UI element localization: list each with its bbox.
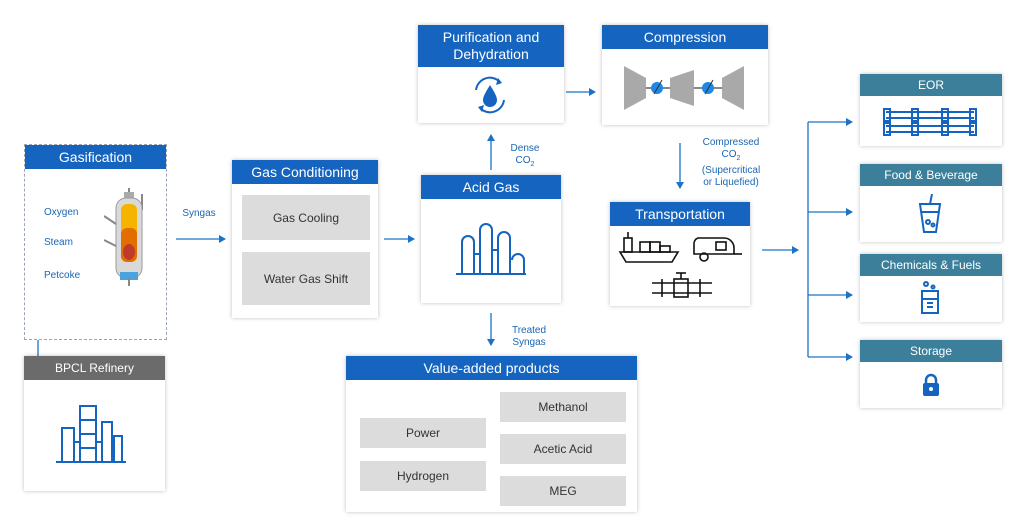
dense-co2-label: Dense CO2 [505,143,545,171]
compressed-label: Compressed [702,137,760,148]
syngas-label: Syngas [182,208,216,219]
pipeline-icon [652,272,712,298]
gas-cooling-box: Gas Cooling [242,195,370,240]
gasification-title: Gasification [25,145,166,169]
treated-label: Treated [511,325,547,336]
water-gas-shift-box: Water Gas Shift [242,252,370,305]
gas-conditioning-card: Gas Conditioning Gas Cooling Water Gas S… [232,160,378,318]
compression-title: Compression [602,25,768,49]
food-beverage-title: Food & Beverage [860,164,1002,186]
tanker-trailer-icon [693,237,742,262]
liquefied-label: or Liquefied) [703,177,759,188]
purification-title-line1: Purification and [442,29,540,45]
transportation-card: Transportation [610,202,750,306]
acid-gas-plant-icon [456,223,526,275]
lock-icon [923,373,939,396]
purification-card: Purification and Dehydration [418,25,564,123]
meg-box: MEG [500,476,626,506]
value-added-title: Value-added products [346,356,637,380]
acid-gas-title: Acid Gas [421,175,561,199]
treated-syngas-sub-label: Syngas [512,337,546,348]
input-steam-label: Steam [44,237,73,248]
gasifier-icon [104,188,143,286]
co2-label: CO [515,155,531,166]
hydrogen-box: Hydrogen [360,461,486,491]
input-oxygen-label: Oxygen [44,207,79,218]
power-box: Power [360,418,486,448]
compressor-icon [624,66,744,110]
eor-title: EOR [860,74,1002,96]
gasification-card: Gasification [24,144,167,340]
drink-cup-icon [918,194,942,233]
compressed-co2-subscript: 2 [736,155,741,162]
refinery-title: BPCL Refinery [24,356,165,380]
compressed-co2-label: Compressed CO2 (Supercritical or Liquefi… [694,137,768,189]
dense-label: Dense [510,143,540,154]
supercritical-label: (Supercritical [701,165,761,176]
refinery-card: BPCL Refinery [24,356,165,491]
water-drop-cycle-icon [475,76,505,114]
transportation-title: Transportation [610,202,750,226]
value-added-card: Value-added products Power Hydrogen Meth… [346,356,637,512]
gas-conditioning-title: Gas Conditioning [232,160,378,184]
purification-title: Purification and Dehydration [418,25,564,67]
beaker-icon [921,281,939,314]
ship-icon [618,232,680,263]
co2-subscript: 2 [530,161,535,168]
chemicals-fuels-title: Chemicals & Fuels [860,254,1002,276]
chemicals-fuels-card: Chemicals & Fuels [860,254,1002,322]
compressed-co2-formula: CO [721,149,737,160]
methanol-box: Methanol [500,392,626,422]
treated-syngas-label: Treated Syngas [506,325,552,349]
acetic-acid-box: Acetic Acid [500,434,626,464]
pipes-icon [883,108,977,136]
storage-card: Storage [860,340,1002,408]
storage-title: Storage [860,340,1002,362]
refinery-icon [56,405,126,463]
purification-title-line2: Dehydration [453,46,529,62]
input-petcoke-label: Petcoke [44,270,81,281]
